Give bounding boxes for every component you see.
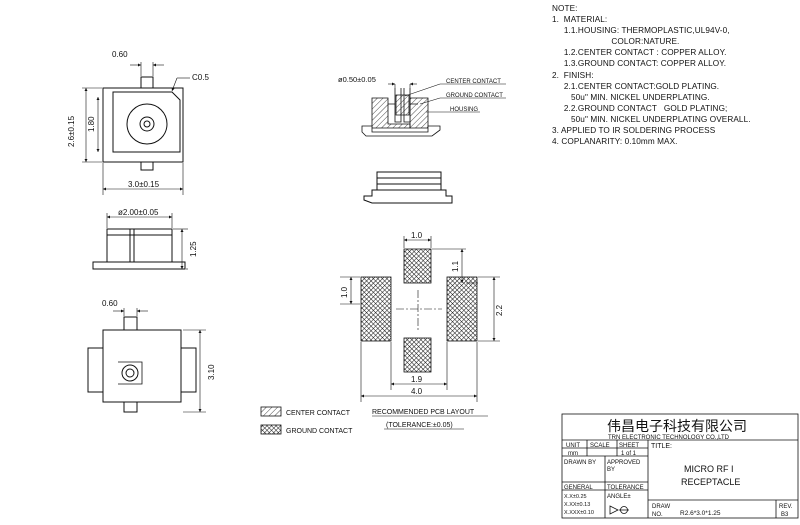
note-line: COLOR:NATURE. bbox=[552, 37, 680, 47]
tb-unit-label: UNIT bbox=[566, 443, 580, 449]
pcb-top-pad bbox=[403, 248, 432, 284]
dim-height-125: 1.25 bbox=[189, 241, 198, 257]
dim-diam-200: ø2.00±0.05 bbox=[118, 208, 159, 217]
note-line: 2. FINISH: bbox=[552, 70, 594, 80]
pcb-left-pad bbox=[360, 276, 392, 342]
top-view-top-pin bbox=[140, 76, 154, 89]
top-view-inner-ring bbox=[139, 116, 155, 132]
tb-drawn-by: DRAWN BY bbox=[564, 460, 596, 466]
tb-approved: APPROVED bbox=[607, 460, 641, 466]
legend bbox=[260, 406, 282, 435]
tb-no-label: NO. bbox=[652, 512, 663, 518]
dim-top-pin-width: 0.60 bbox=[112, 50, 128, 59]
top-view-bottom-pin bbox=[140, 161, 154, 171]
tb-sheet-value: 1 of 1 bbox=[621, 451, 637, 457]
tb-approved-by: BY bbox=[607, 467, 615, 473]
note-line: 1.3.GROUND CONTACT: COPPER ALLOY. bbox=[552, 59, 727, 69]
section-label-housing: HOUSING bbox=[450, 107, 478, 113]
note-line: 2.2.GROUND CONTACT GOLD PLATING; bbox=[552, 103, 728, 113]
company-name-cn: 伟昌电子科技有限公司 bbox=[607, 418, 747, 434]
tb-rev-value: B3 bbox=[781, 512, 789, 518]
tb-draw-label: DRAW bbox=[652, 504, 670, 510]
legend-center-label: CENTER CONTACT bbox=[286, 410, 351, 417]
top-view-body bbox=[102, 87, 184, 163]
pcb-layout bbox=[340, 236, 500, 402]
top-view-inner-outline bbox=[112, 91, 181, 153]
section-view bbox=[361, 82, 506, 137]
dim-width-30: 3.0±0.15 bbox=[128, 180, 160, 189]
tb-title-line1: MICRO RF I bbox=[684, 464, 734, 474]
notes-block: NOTE: 1. MATERIAL: 1.1.HOUSING: THERMOPL… bbox=[552, 3, 751, 147]
notes-header: NOTE: bbox=[552, 4, 578, 13]
notes-lines: 1. MATERIAL: 1.1.HOUSING: THERMOPLASTIC,… bbox=[552, 14, 751, 147]
dim-chamfer: C0.5 bbox=[192, 73, 209, 82]
note-line: 1.2.CENTER CONTACT : COPPER ALLOY. bbox=[552, 48, 727, 58]
tb-general: GENERAL bbox=[564, 485, 593, 491]
tb-scale-label: SCALE bbox=[590, 443, 610, 449]
section-label-ground-contact: GROUND CONTACT bbox=[446, 93, 503, 99]
pcb-dim-top: 1.0 bbox=[411, 231, 423, 240]
note-line: 3. APPLIED TO IR SOLDERING PROCESS bbox=[552, 126, 716, 136]
legend-ground-swatch bbox=[260, 424, 282, 435]
pcb-dim-right: 2.2 bbox=[495, 304, 504, 316]
tb-title-label: TITLE: bbox=[651, 443, 672, 450]
pcb-dim-total: 4.0 bbox=[411, 387, 423, 396]
pcb-layout-title: RECOMMENDED PCB LAYOUT bbox=[372, 409, 475, 416]
note-line: 1.1.HOUSING: THERMOPLASTIC,UL94V-0, bbox=[552, 26, 730, 36]
front-view bbox=[92, 213, 188, 270]
tb-tol2: X.XX±0.13 bbox=[564, 502, 590, 508]
dim-height-310: 3.10 bbox=[207, 364, 216, 380]
tb-tol3: X.XXX±0.10 bbox=[564, 510, 594, 516]
tb-angle: ANGLE± bbox=[607, 494, 631, 500]
side-view bbox=[363, 171, 453, 204]
note-line: 50u" MIN. NICKEL UNDERPLATING. bbox=[552, 92, 710, 102]
dim-pin-diam: ø0.50±0.05 bbox=[338, 75, 376, 84]
legend-center-swatch bbox=[260, 406, 282, 417]
pcb-layout-tolerance: (TOLERANCE:±0.05) bbox=[386, 422, 453, 429]
pcb-dim-inner: 1.9 bbox=[411, 375, 423, 384]
pcb-dim-top-right: 1.1 bbox=[451, 260, 460, 272]
pcb-bottom-pad bbox=[403, 337, 432, 373]
note-line: 50u" MIN. NICKEL UNDERPLATING OVERALL. bbox=[552, 114, 751, 124]
note-line: 2.1.CENTER CONTACT:GOLD PLATING. bbox=[552, 81, 720, 91]
title-block bbox=[561, 413, 799, 519]
top-view-center-pin bbox=[143, 120, 151, 128]
dim-height-26: 2.6±0.15 bbox=[67, 115, 76, 147]
top-view bbox=[82, 62, 190, 195]
dim-bottom-pin-width: 0.60 bbox=[102, 299, 118, 308]
tb-rev-label: REV. bbox=[779, 504, 793, 510]
dim-inner-180: 1.80 bbox=[87, 116, 96, 132]
tb-tolerance: TOLERANCE bbox=[607, 485, 644, 491]
legend-ground-label: GROUND CONTACT bbox=[286, 428, 353, 435]
bottom-view bbox=[87, 308, 206, 413]
note-line: 4. COPLANARITY: 0.10mm MAX. bbox=[552, 137, 678, 147]
section-label-center-contact: CENTER CONTACT bbox=[446, 79, 501, 85]
top-view-outer-ring bbox=[126, 103, 168, 145]
tb-drawing-no: R2.6*3.0*1.25 bbox=[680, 510, 721, 517]
tb-unit-value: mm bbox=[568, 451, 578, 457]
company-name-en: TRN ELECTRONIC TECHNOLOGY CO.,LTD bbox=[608, 435, 730, 441]
tb-title-line2: RECEPTACLE bbox=[681, 477, 740, 487]
note-line: 1. MATERIAL: bbox=[552, 15, 608, 25]
tb-tol1: X.X±0.25 bbox=[564, 494, 587, 500]
pcb-right-pad bbox=[446, 276, 478, 342]
pcb-dim-left: 1.0 bbox=[340, 286, 349, 298]
tb-sheet-label: SHEET bbox=[619, 443, 639, 449]
